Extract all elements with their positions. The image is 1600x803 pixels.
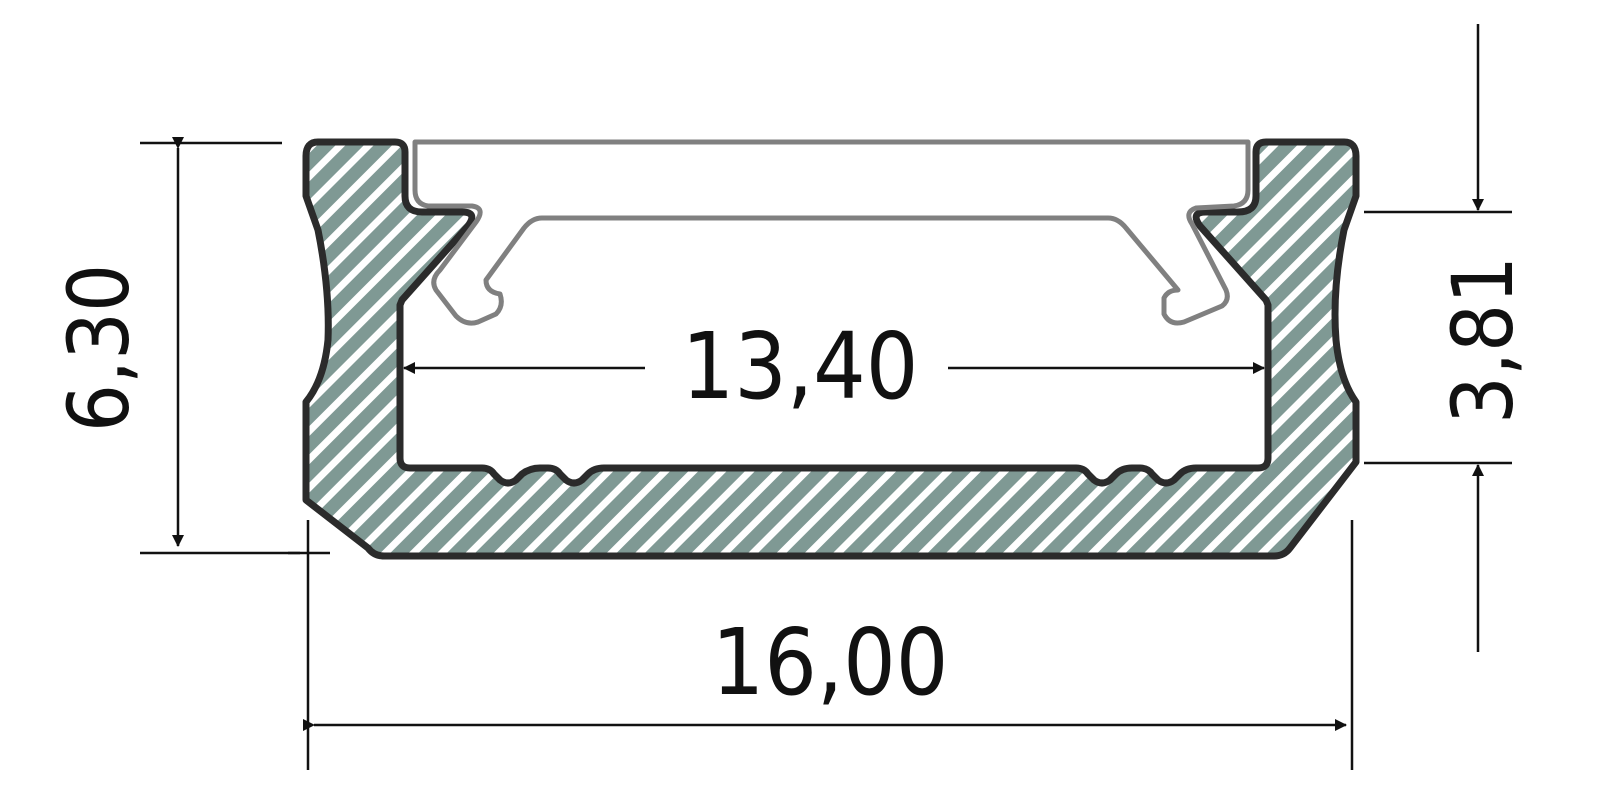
profile-body	[302, 138, 1360, 560]
dimension-overall-height	[140, 137, 300, 555]
label-inner-depth: 3,81	[1434, 256, 1532, 424]
label-overall-height: 6,30	[50, 264, 148, 432]
diffuser-cover	[412, 139, 1251, 326]
label-inner-width: 13,40	[682, 313, 919, 420]
label-overall-width: 16,00	[712, 609, 949, 716]
dimension-overall-width	[288, 520, 1354, 770]
aluminium-profile	[302, 138, 1360, 560]
diffuser-top	[412, 139, 1251, 326]
dimension-inner-depth	[1364, 24, 1512, 652]
